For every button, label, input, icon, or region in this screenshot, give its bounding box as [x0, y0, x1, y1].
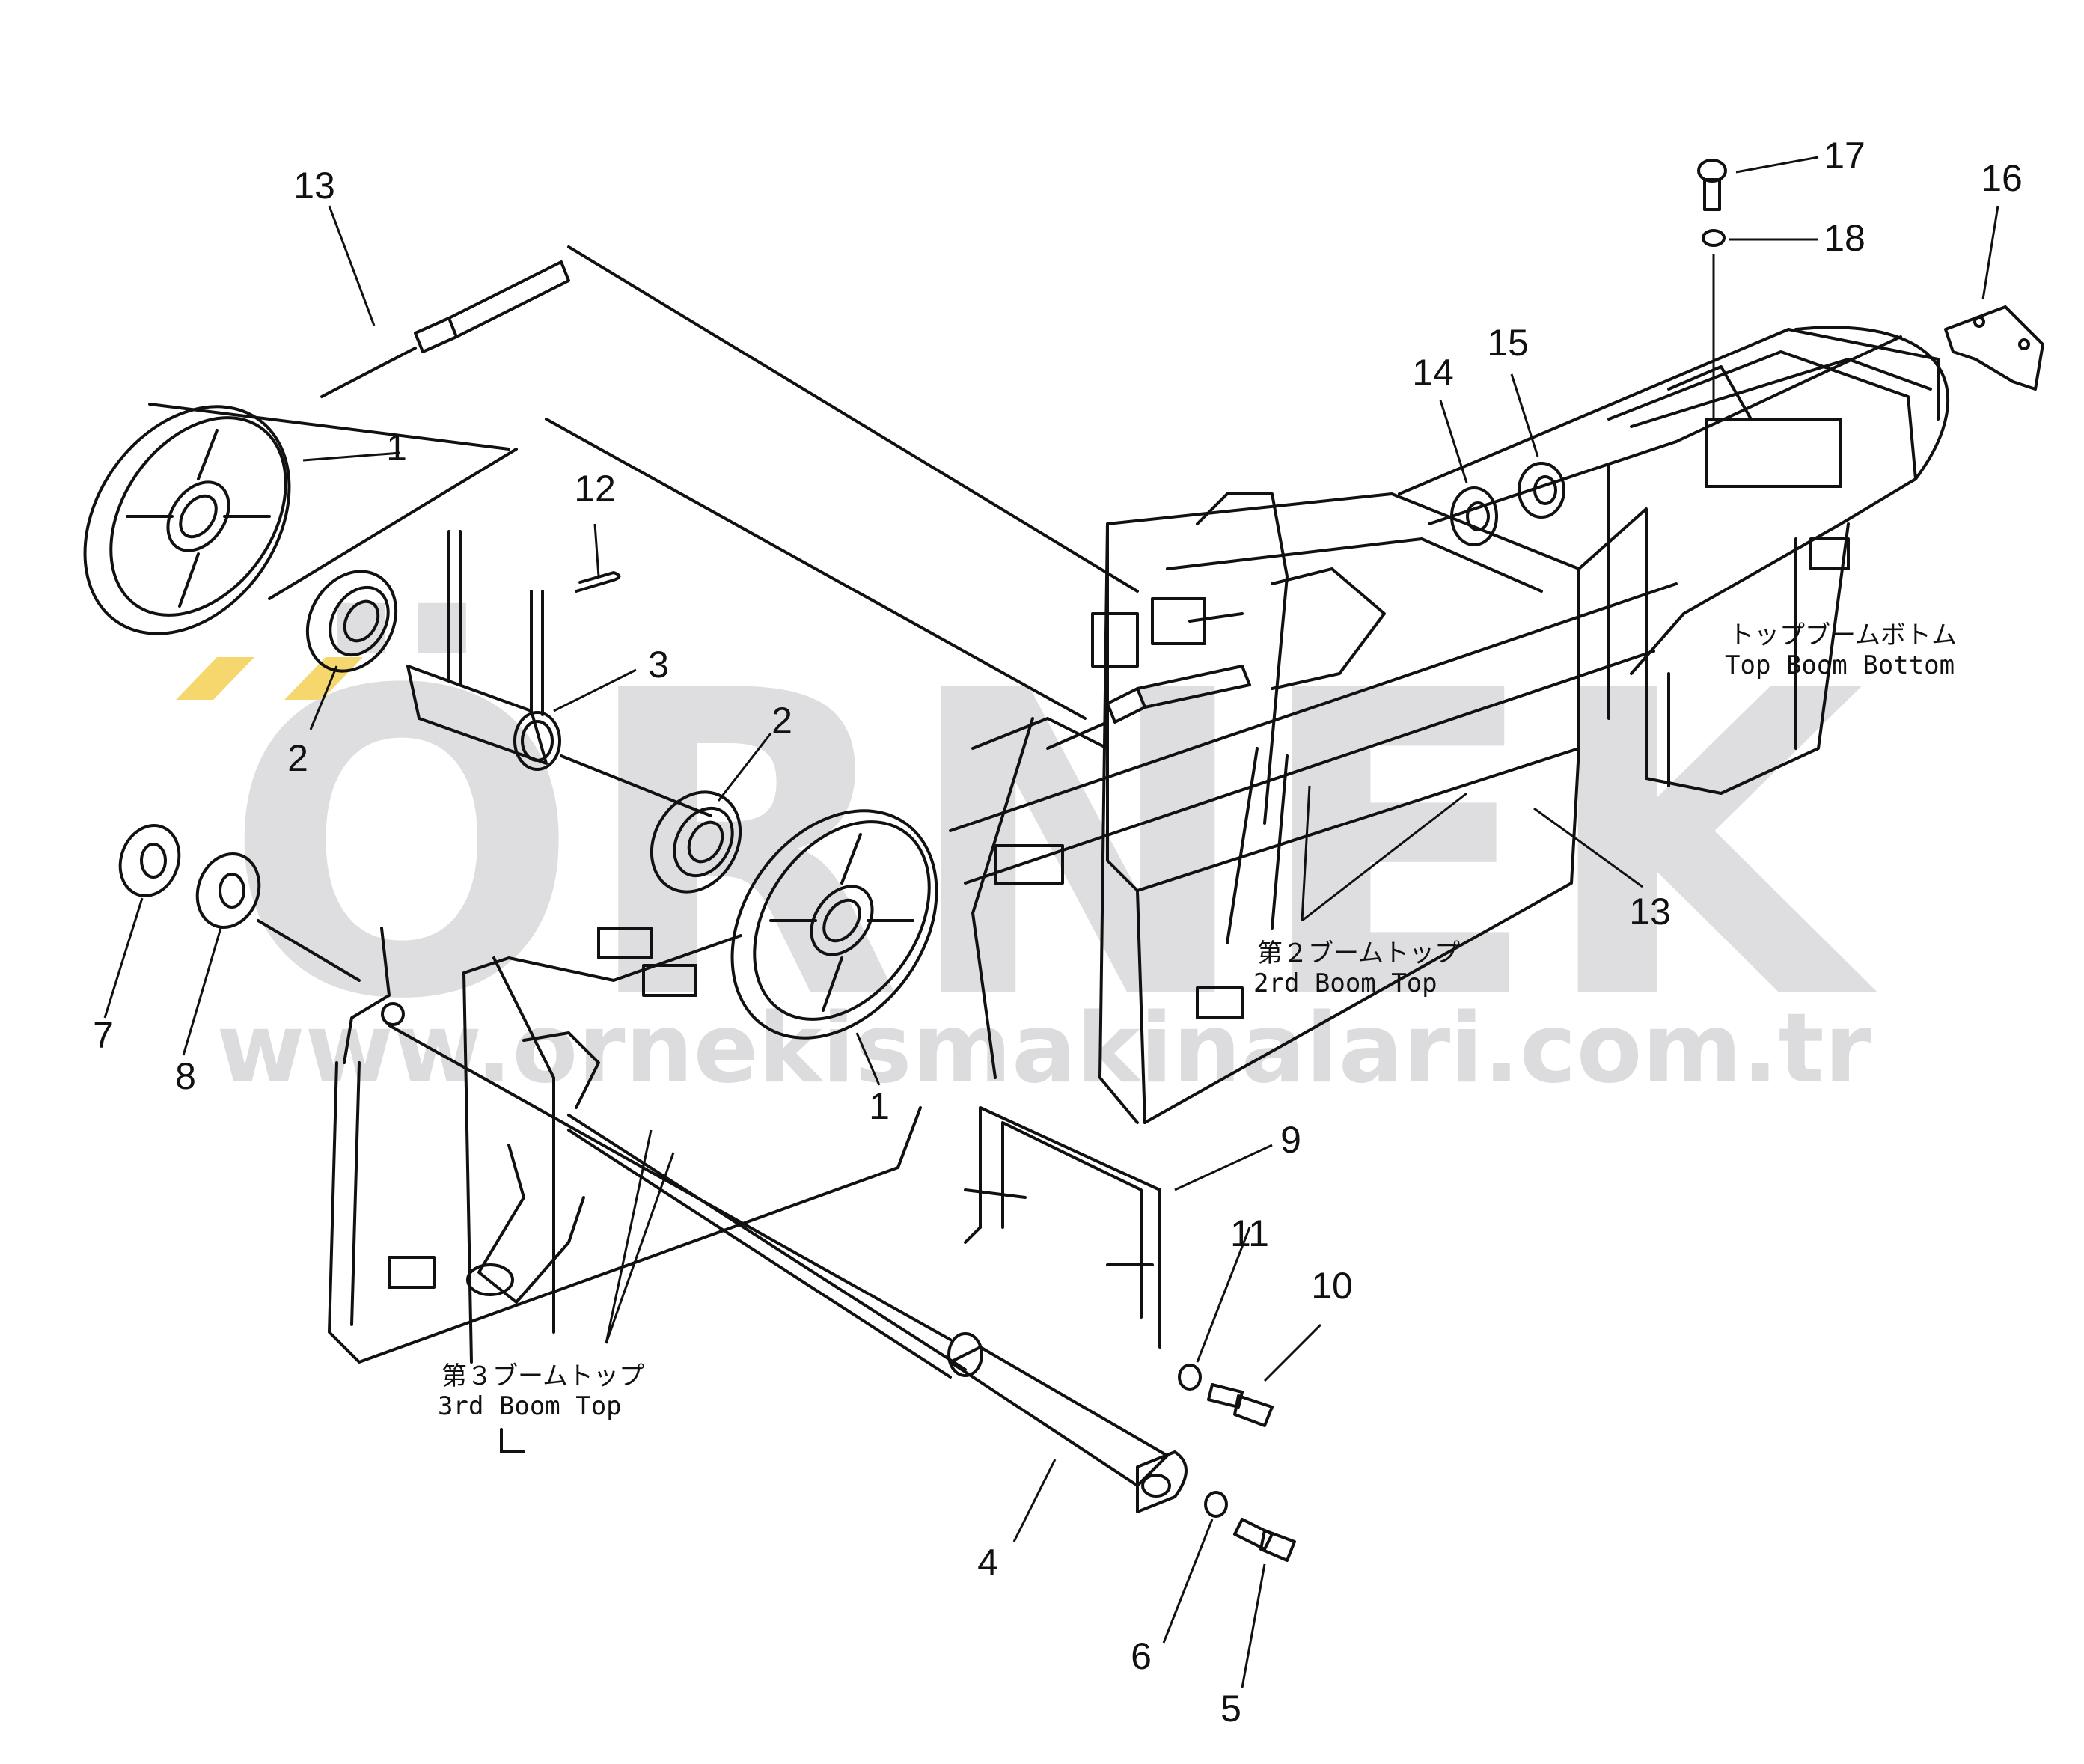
- washer-11: [1178, 1364, 1202, 1391]
- shaft-line: [388, 1024, 967, 1379]
- lock-washer-8: [195, 852, 361, 982]
- watermark-url: www.ornekismakinalari.com.tr: [216, 993, 1871, 1105]
- pin-3: [406, 530, 712, 817]
- bearing-15: [1518, 462, 1565, 519]
- callout-3: 3: [648, 644, 669, 686]
- callout-11: 11: [1230, 1212, 1269, 1254]
- bracket-9: [964, 1106, 1161, 1349]
- callout-2-centre: 2: [771, 700, 792, 742]
- callout-5: 5: [1220, 1688, 1241, 1730]
- cable-13-main: [545, 326, 1950, 885]
- sheave-1-top: [83, 405, 291, 635]
- callout-10: 10: [1311, 1265, 1353, 1307]
- callout-7: 7: [93, 1014, 114, 1056]
- bearing-2-top: [305, 570, 398, 673]
- callout-15: 15: [1487, 322, 1529, 364]
- pin-4: [947, 1332, 1188, 1513]
- callout-18: 18: [1824, 217, 1865, 259]
- callout-16: 16: [1981, 157, 2023, 199]
- bearing-14: [1450, 486, 1498, 546]
- exploded-drawing: [83, 159, 2044, 1562]
- callout-9: 9: [1280, 1119, 1301, 1161]
- callout-13-main: 13: [1629, 891, 1671, 933]
- cotter-pin-12: [575, 571, 621, 593]
- bolt-10: [1207, 1383, 1274, 1427]
- watermark-accent-left: [176, 657, 254, 700]
- leader-lines: [103, 156, 1999, 1688]
- label-3rd-boom-top-en: 3rd Boom Top: [438, 1391, 622, 1421]
- second-boom-body: [971, 492, 1580, 1124]
- washer-18: [1702, 229, 1726, 247]
- callout-1-top: 1: [386, 427, 407, 469]
- cap-16: [1944, 305, 2044, 391]
- callout-1-centre: 1: [869, 1085, 890, 1127]
- callout-17: 17: [1824, 135, 1865, 177]
- cable-13-top: [148, 245, 1139, 600]
- section-labels: トップブームボトム Top Boom Bottom 第２ブームトップ 2rd B…: [438, 620, 1957, 1421]
- callout-8: 8: [175, 1055, 196, 1097]
- third-boom-frame: [328, 927, 922, 1364]
- callout-4: 4: [977, 1542, 998, 1584]
- callout-13-top: 13: [293, 165, 335, 207]
- bolt-17: [1697, 159, 1727, 211]
- bottom-fitting: [500, 1428, 525, 1453]
- watermark-accent-right: [284, 657, 363, 700]
- label-top-boom-bottom-en: Top Boom Bottom: [1725, 650, 1955, 680]
- label-top-boom-bottom-jp: トップブームボトム: [1729, 620, 1957, 650]
- sheave-1-centre: [730, 809, 938, 1040]
- callout-6: 6: [1131, 1635, 1152, 1677]
- callout-12: 12: [574, 468, 616, 510]
- label-3rd-boom-top-jp: 第３ブームトップ: [441, 1361, 644, 1391]
- nut-7: [118, 824, 181, 897]
- bolt-5: [1233, 1518, 1296, 1562]
- callout-numbers: 13 1 12 3 2 2 7 8 1 9 11 10 4 6 5 13 14 …: [93, 135, 2023, 1730]
- label-2nd-boom-top-jp: 第２ブームトップ: [1257, 939, 1460, 968]
- callout-2-top: 2: [287, 737, 308, 779]
- callout-14: 14: [1412, 352, 1454, 394]
- washer-6: [1204, 1491, 1228, 1518]
- label-2nd-boom-top-en: 2rd Boom Top: [1253, 968, 1437, 998]
